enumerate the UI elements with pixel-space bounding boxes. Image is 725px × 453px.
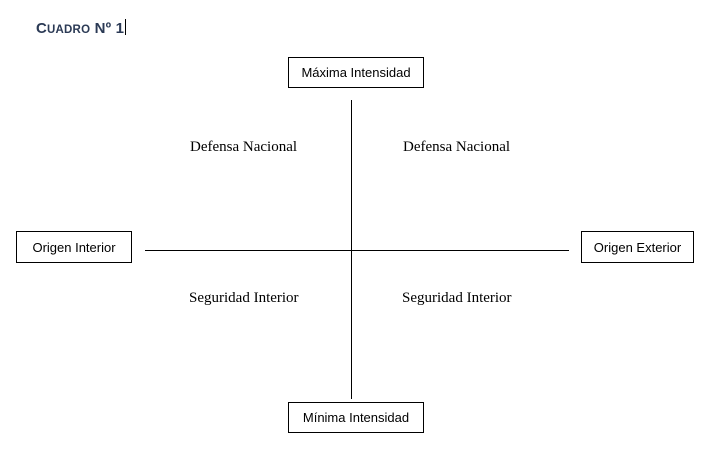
quadrant-top-right-label: Defensa Nacional — [403, 139, 511, 155]
axis-bottom-text: Mínima Intensidad — [302, 410, 410, 425]
quadrant-bottom-right-label: Seguridad Interior — [402, 290, 512, 306]
quadrant-bottom-left-label: Seguridad Interior — [189, 290, 299, 306]
title-smallcaps: UADRO — [47, 24, 91, 36]
vertical-axis-line — [351, 100, 352, 399]
axis-label-max-intensity: Máxima Intensidad — [288, 57, 424, 88]
axis-label-min-intensity: Mínima Intensidad — [288, 402, 424, 433]
axis-top-text: Máxima Intensidad — [301, 65, 411, 80]
quadrant-top-left-label: Defensa Nacional — [190, 139, 298, 155]
axis-left-text: Origen Interior — [32, 239, 116, 255]
axis-right-text: Origen Exterior — [593, 239, 682, 255]
text-cursor — [125, 19, 127, 35]
figure-title: CUADRO Nº 1 — [36, 19, 127, 37]
title-number: Nº 1 — [90, 20, 125, 37]
horizontal-axis-line — [145, 250, 569, 251]
axis-label-external-origin: Origen Exterior — [581, 231, 694, 263]
axis-label-internal-origin: Origen Interior — [16, 231, 132, 263]
title-initial: C — [36, 20, 48, 37]
